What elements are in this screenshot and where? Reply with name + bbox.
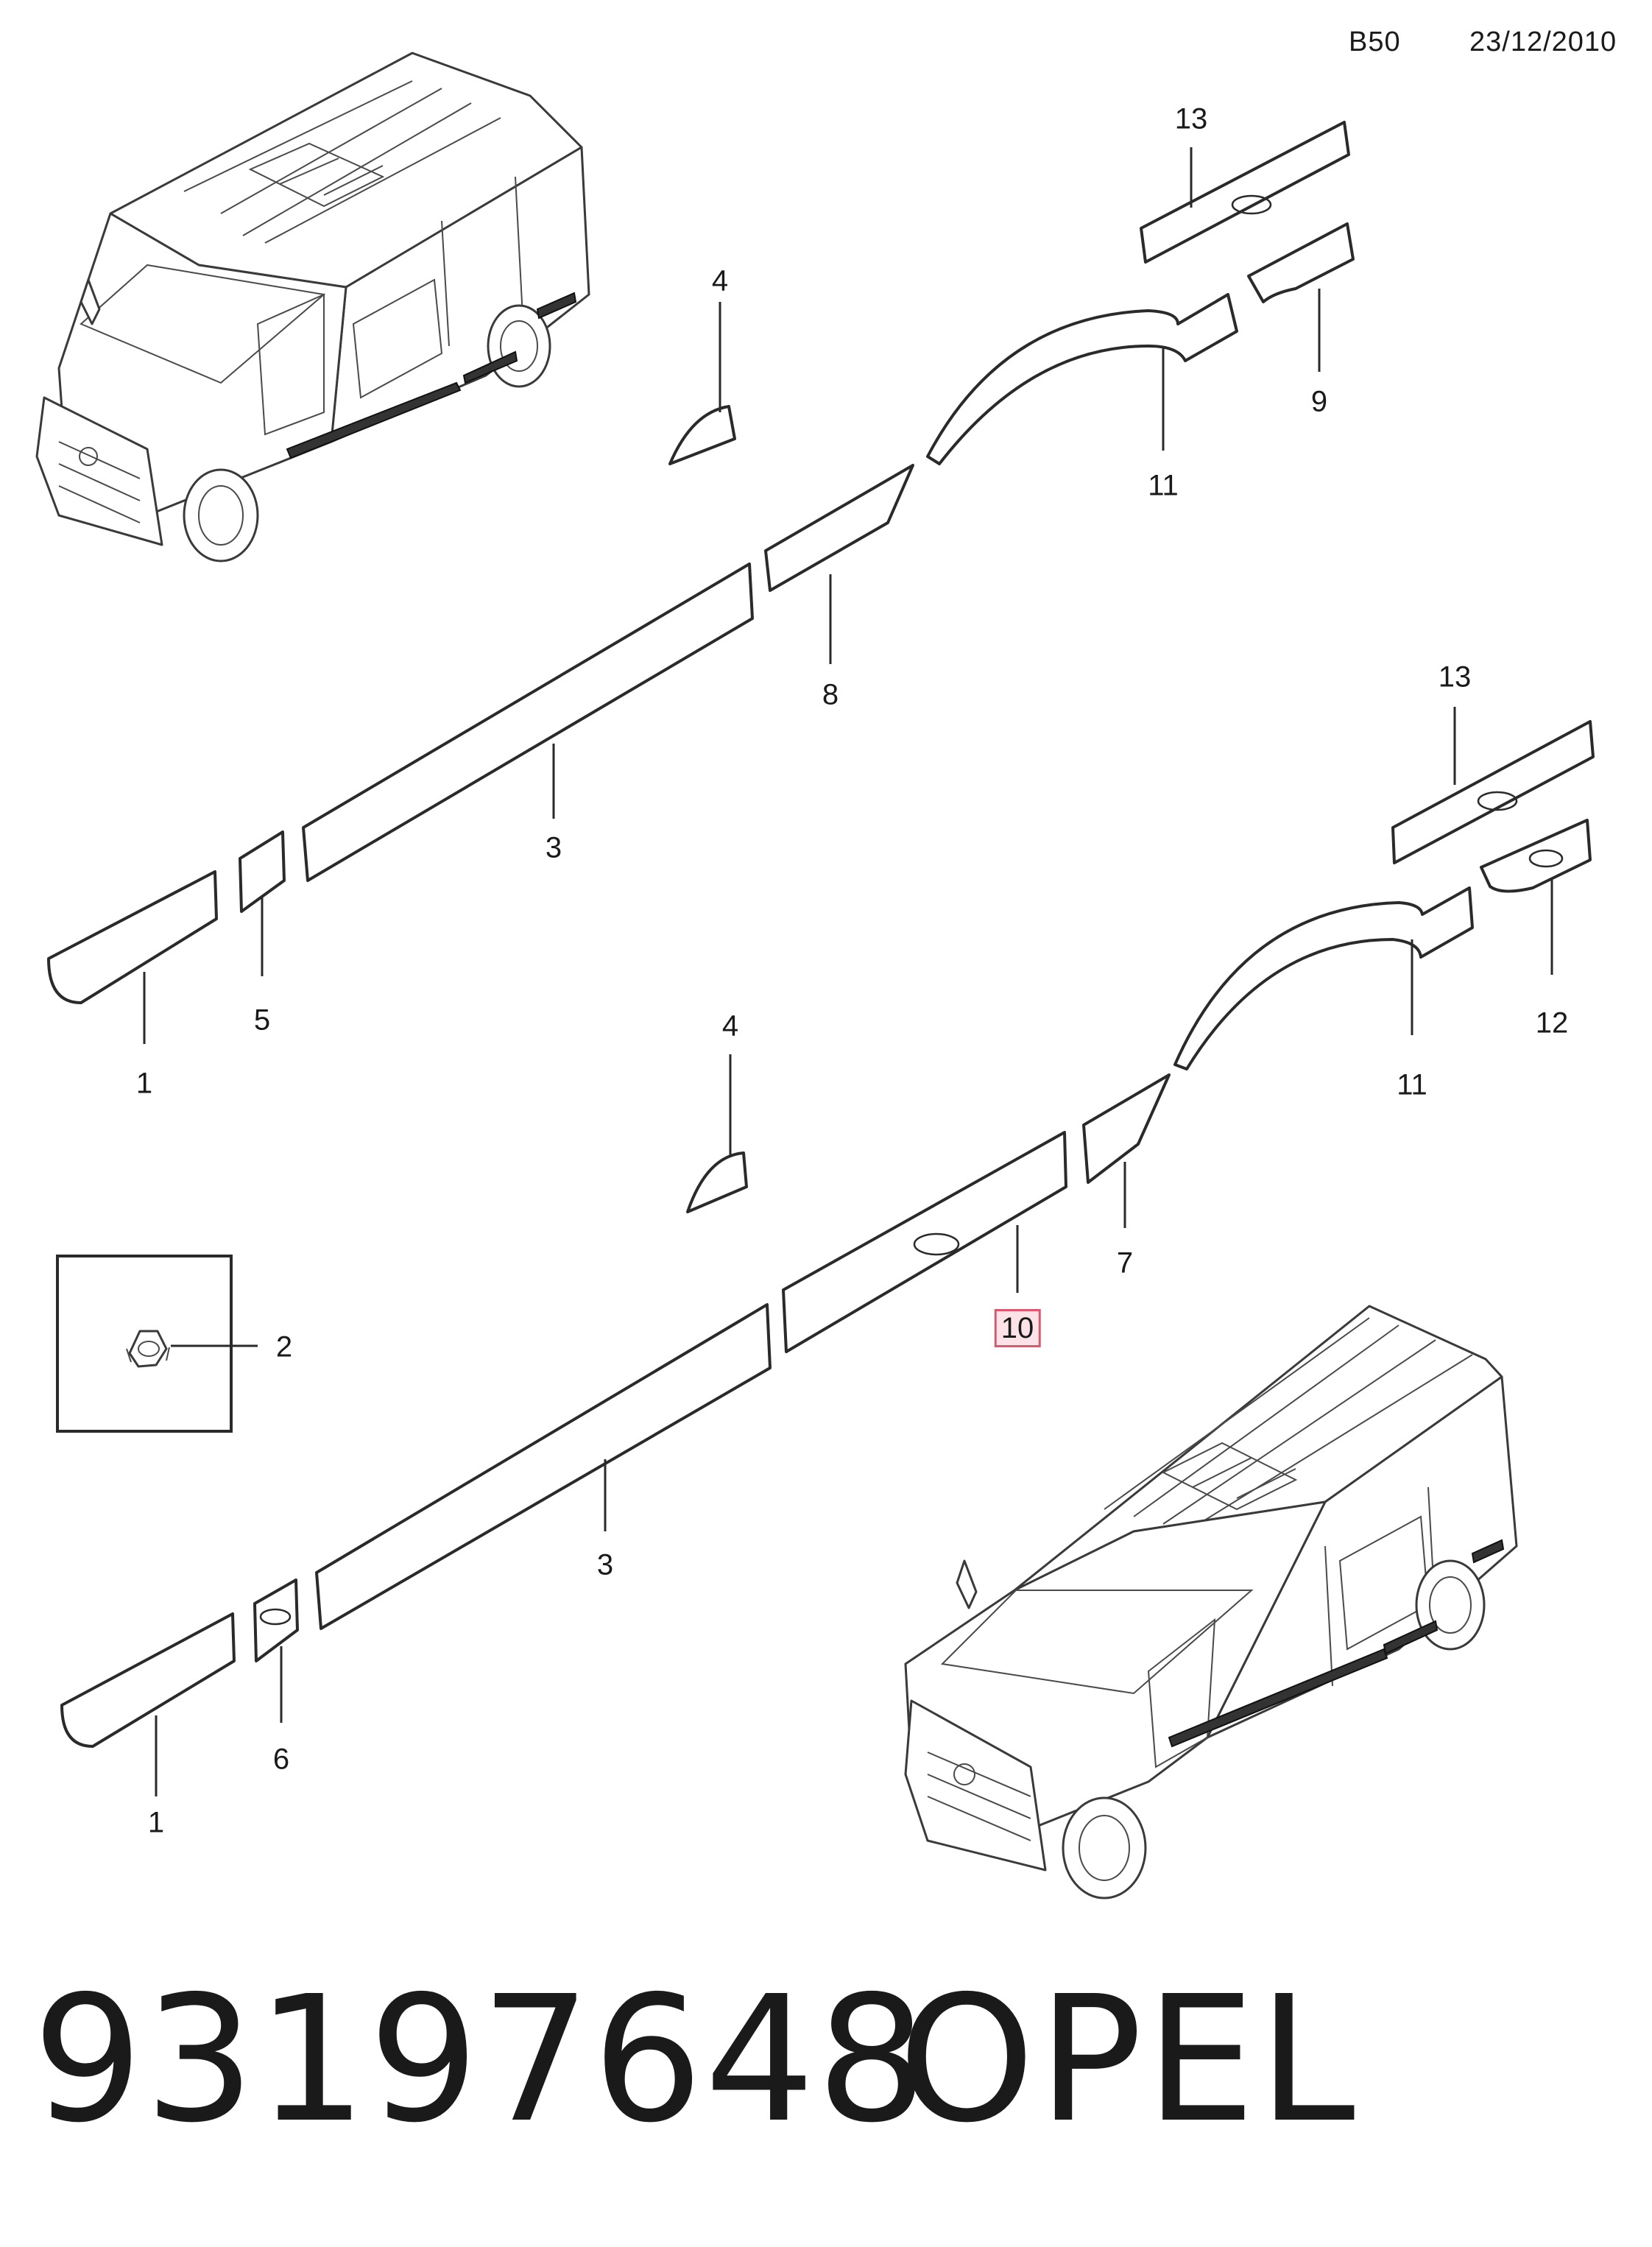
- part-4-upper: [668, 405, 736, 465]
- diagram-code: B50: [1349, 27, 1401, 57]
- part-2-inset: [56, 1255, 233, 1433]
- callout-6: 6: [272, 1743, 290, 1776]
- callout-8: 8: [822, 678, 839, 711]
- van-illustration-top: [35, 52, 590, 562]
- callout-7: 7: [1116, 1246, 1134, 1280]
- callout-1-upper: 1: [135, 1067, 153, 1100]
- callout-3-lower: 3: [596, 1548, 614, 1581]
- callout-11-upper: 11: [1148, 469, 1179, 502]
- part-4-lower: [686, 1151, 748, 1213]
- part-12: [1480, 819, 1592, 893]
- callout-4-upper: 4: [711, 264, 729, 297]
- brand-name: OPEL: [898, 1958, 1358, 2161]
- part-number: 93197648: [32, 1958, 929, 2161]
- diagram-date: 23/12/2010: [1469, 27, 1617, 57]
- callout-2: 2: [275, 1330, 293, 1364]
- callout-3-upper: 3: [545, 831, 562, 864]
- leader-lines: [143, 147, 1553, 1796]
- part-11-lower: [1173, 886, 1474, 1070]
- part-3-upper: [302, 562, 754, 882]
- callout-13-lower: 13: [1438, 660, 1472, 694]
- callout-10-highlighted[interactable]: 10: [994, 1309, 1041, 1347]
- callout-9: 9: [1310, 385, 1328, 418]
- callout-11-lower: 11: [1397, 1068, 1427, 1101]
- van-illustration-bottom: [904, 1305, 1518, 1899]
- part-1-upper: [47, 870, 218, 1004]
- part-10: [782, 1131, 1067, 1353]
- callout-12: 12: [1535, 1006, 1569, 1040]
- part-13-lower: [1391, 720, 1595, 864]
- callout-5: 5: [253, 1003, 271, 1037]
- part-1-lower: [60, 1612, 236, 1748]
- callout-13-upper: 13: [1174, 102, 1208, 135]
- callout-1-lower: 1: [147, 1806, 165, 1839]
- part-5: [239, 830, 286, 913]
- part-13-upper: [1140, 121, 1350, 264]
- callout-4-lower: 4: [721, 1009, 739, 1043]
- part-7: [1082, 1073, 1171, 1184]
- part-9: [1247, 222, 1355, 303]
- part-8: [764, 464, 914, 592]
- part-11-upper: [926, 293, 1238, 465]
- part-3-lower: [315, 1303, 772, 1630]
- part-6: [253, 1578, 299, 1662]
